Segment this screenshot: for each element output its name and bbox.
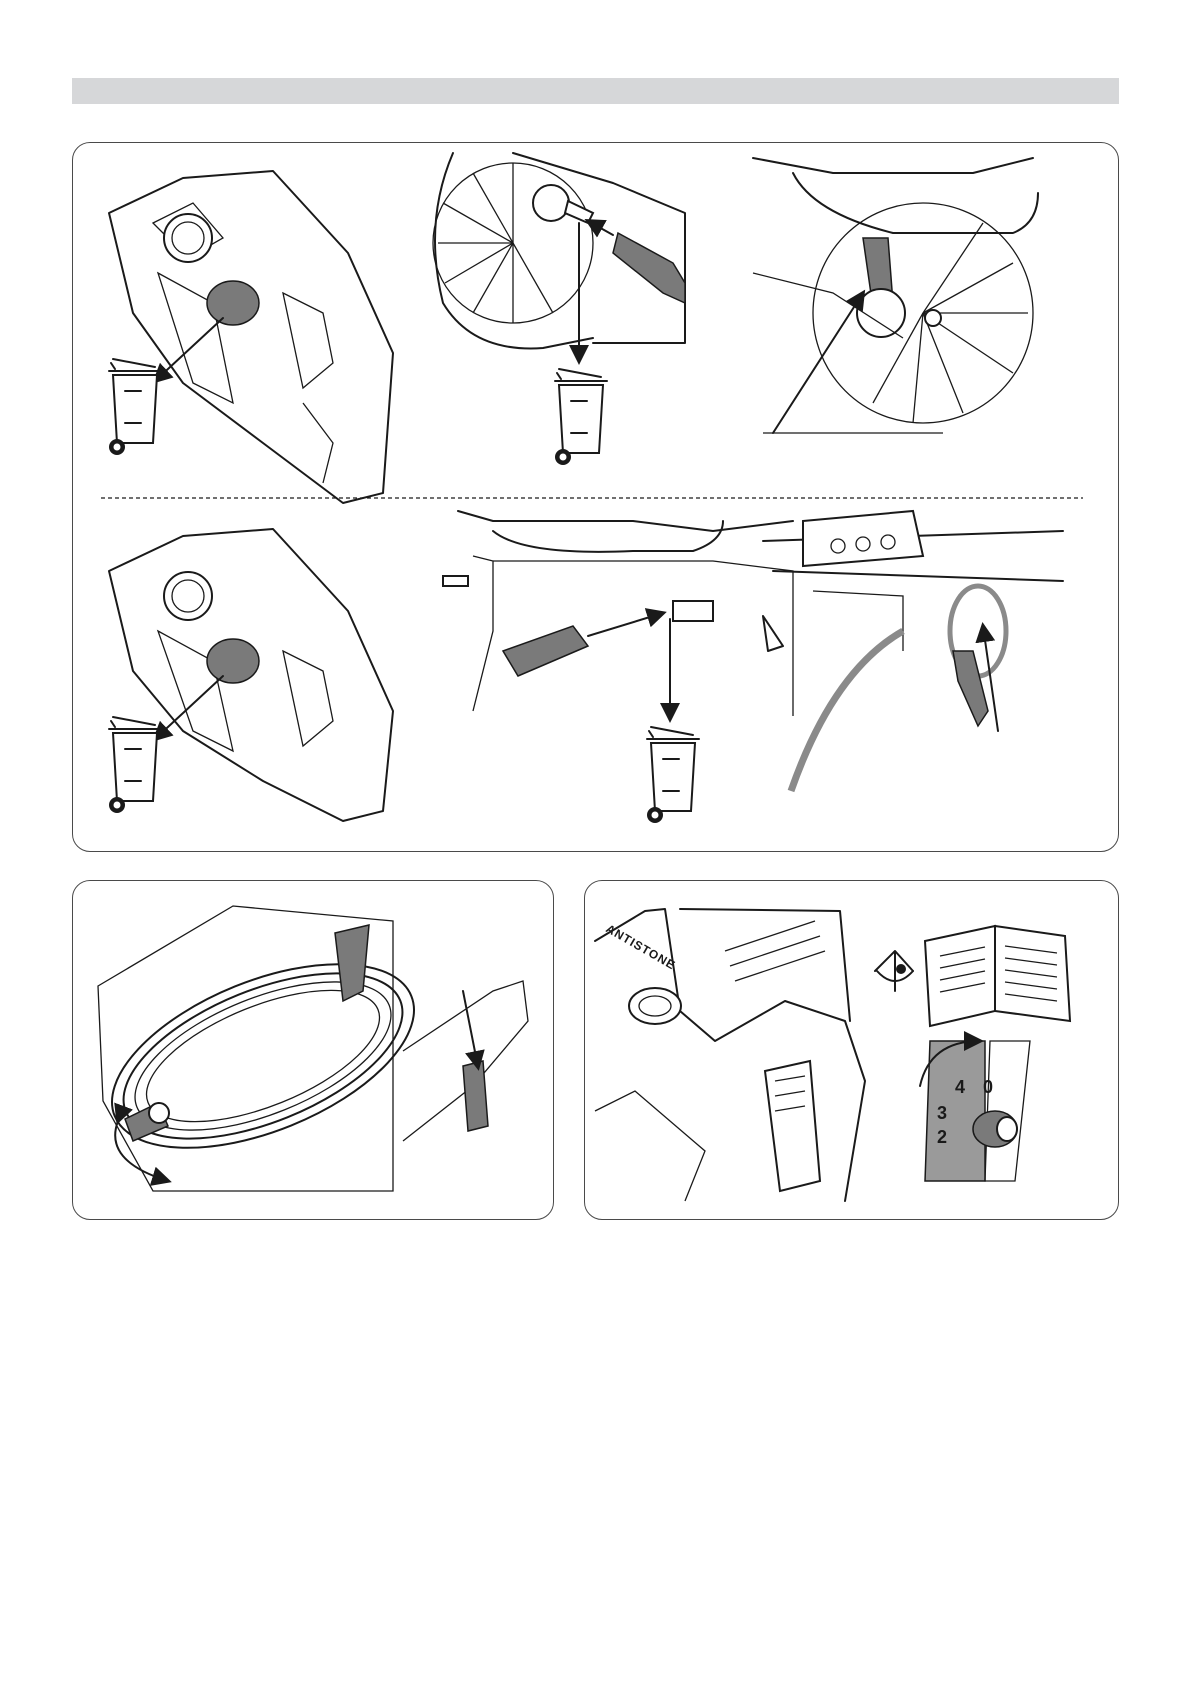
panel-br-illustrations: ANTISTONE 4 3 2 0 [585, 881, 1119, 1220]
trash-bin-icon [555, 369, 607, 465]
dial-knob-icon: 4 3 2 0 [920, 1041, 1030, 1181]
dial-number-4: 4 [955, 1077, 965, 1097]
cable-coil-icon [87, 906, 440, 1191]
trash-bin-icon [647, 727, 699, 823]
manual-book-icon [925, 926, 1070, 1026]
instruction-panel-top [72, 142, 1119, 852]
cap-icon [207, 639, 259, 683]
trash-bin-icon [109, 359, 161, 455]
step-remove-cap-bottom [109, 529, 393, 821]
eye-icon [875, 951, 913, 991]
instruction-panel-read-manual: ANTISTONE 4 3 2 0 [584, 880, 1119, 1220]
dial-number-2: 2 [937, 1127, 947, 1147]
instruction-panel-cable [72, 880, 554, 1220]
panel-bl-illustrations [73, 881, 554, 1220]
dial-number-3: 3 [937, 1103, 947, 1123]
step-remove-cap-top [109, 171, 393, 503]
panel-top-illustrations [73, 143, 1119, 852]
dial-number-0: 0 [983, 1077, 993, 1097]
cap-icon [207, 281, 259, 325]
header-bar [72, 78, 1119, 104]
cable-hook-detail [403, 981, 528, 1141]
machine-top-view: ANTISTONE [595, 909, 865, 1201]
step-remove-connector-reel [433, 153, 685, 465]
step-connect-hose-gun [763, 511, 1063, 791]
step-remove-connector-outlet [443, 511, 793, 823]
step-reel-crank [753, 158, 1038, 433]
trash-bin-icon [109, 717, 161, 813]
cable-hook-icon [335, 925, 369, 1001]
